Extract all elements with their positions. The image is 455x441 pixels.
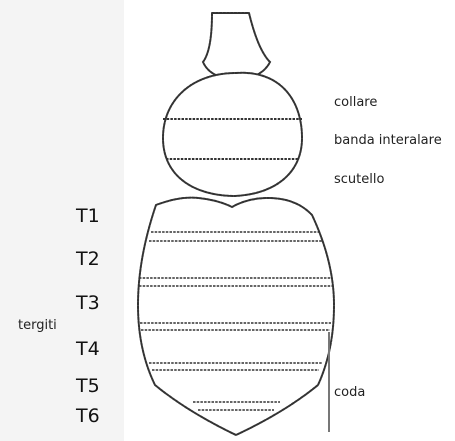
- coda-bracket-line: [328, 332, 330, 432]
- label-coda: coda: [334, 385, 365, 400]
- label-collare: collare: [334, 95, 377, 110]
- label-t1: T1: [76, 205, 100, 227]
- head-outline: [203, 13, 270, 80]
- label-t3: T3: [76, 292, 100, 314]
- label-banda-interalare: banda interalare: [334, 133, 442, 148]
- thorax-outline: [163, 73, 302, 196]
- label-t6: T6: [76, 405, 100, 427]
- label-t5: T5: [76, 375, 100, 397]
- label-scutello: scutello: [334, 172, 384, 187]
- label-t2: T2: [76, 248, 100, 270]
- label-t4: T4: [76, 338, 100, 360]
- label-tergiti: tergiti: [18, 318, 57, 333]
- abdomen-outline: [138, 198, 334, 435]
